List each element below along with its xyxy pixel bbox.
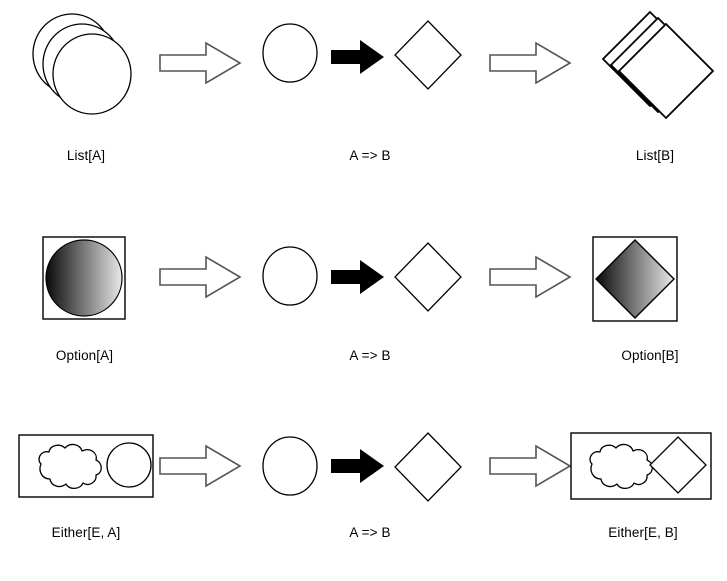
diamond-icon [394,432,462,502]
option-function-label: A => B [349,348,391,363]
solid-black-arrow-icon [331,40,384,74]
either-function-diamond [392,430,464,504]
boxed-gradient-circle-icon [42,236,126,320]
option-function-diamond [392,240,464,314]
either-source-label: Either[E, A] [51,525,121,540]
hollow-block-arrow-icon [159,444,242,488]
list-function-arrow [330,38,386,76]
circle-icon [262,436,318,496]
either-target-label: Either[E, B] [608,525,678,540]
diagram-row-option: Option[A] A => B [0,190,727,385]
either-function-arrow [330,447,386,485]
list-source-shape [16,8,156,133]
list-target-label: List[B] [635,148,675,163]
option-source-label: Option[A] [55,348,114,363]
list-transform-arrow [158,40,244,86]
option-target-shape [592,236,678,322]
either-target-shape [570,432,712,500]
option-source-shape [42,236,126,320]
either-source-shape [18,434,154,498]
diamond-icon [394,242,462,312]
boxed-gradient-diamond-icon [592,236,678,322]
solid-black-arrow-icon [331,449,384,483]
option-transform-arrow [158,254,244,300]
option-result-arrow [488,254,574,300]
diamond-icon [394,20,462,90]
boxed-cloud-and-diamond-icon [570,432,712,500]
list-function-circle [260,22,320,84]
list-source-label: List[A] [66,148,106,163]
diagram-row-either: Either[E, A] A => B [0,385,727,581]
hollow-block-arrow-icon [159,255,242,299]
circle-icon [262,246,318,306]
hollow-block-arrow-icon [489,255,572,299]
hollow-block-arrow-icon [489,41,572,85]
circle-icon [262,23,318,83]
either-result-arrow [488,443,574,489]
list-result-arrow [488,40,574,86]
diagram-row-list: List[A] A => B [0,0,727,190]
list-function-label: A => B [349,148,391,163]
either-function-circle [260,435,320,497]
solid-black-arrow-icon [331,260,384,294]
stacked-diamonds-icon [601,10,715,120]
hollow-block-arrow-icon [159,41,242,85]
list-target-shape [592,6,720,134]
either-transform-arrow [158,443,244,489]
hollow-block-arrow-icon [489,444,572,488]
stacked-circles-icon [32,13,132,115]
option-target-label: Option[B] [621,348,679,363]
either-function-label: A => B [349,525,391,540]
list-function-diamond [392,18,464,92]
boxed-cloud-and-circle-icon [18,434,154,498]
option-function-arrow [330,258,386,296]
option-function-circle [260,245,320,307]
